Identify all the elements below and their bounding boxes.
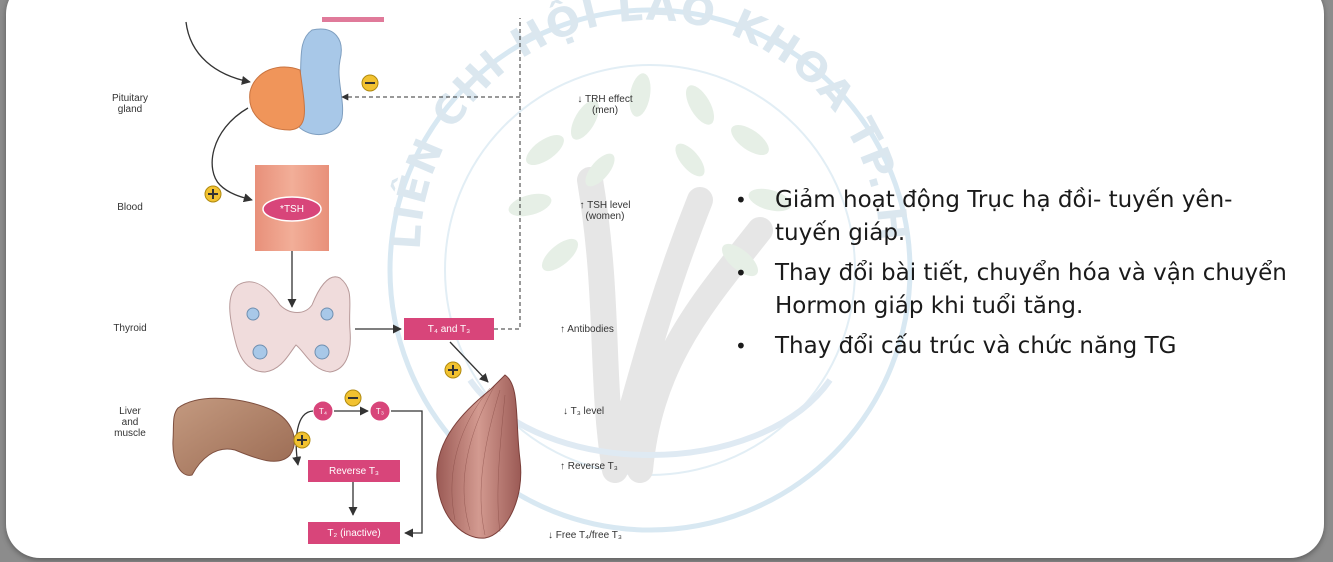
- effect-tsh: ↑ TSH level (women): [560, 200, 650, 222]
- feedback-dashed-line: [494, 18, 520, 329]
- liver-shape: [173, 398, 294, 475]
- thyroid-gland: [230, 277, 351, 372]
- plus-badge-reverse: [294, 432, 310, 448]
- label-thyroid: Thyroid: [95, 323, 165, 334]
- top-connector-bar: [322, 17, 384, 22]
- bullet-item: Thay đổi bài tiết, chuyển hóa và vận chu…: [735, 257, 1295, 323]
- bullet-item: Thay đổi cấu trúc và chức năng TG: [735, 330, 1295, 363]
- effect-free-t4-t3: ↓ Free T₄/free T₃: [548, 530, 658, 541]
- bullet-item: Giảm hoạt động Trục hạ đồi- tuyến yên- t…: [735, 184, 1295, 250]
- plus-badge-blood: [205, 186, 221, 202]
- minus-badge-conversion: [345, 390, 361, 406]
- hypothalamus-arrow: [186, 22, 250, 82]
- reverse-t3-label: Reverse T₃: [308, 460, 400, 482]
- label-blood: Blood: [95, 202, 165, 213]
- label-liver-muscle: Liver and muscle: [95, 406, 165, 439]
- effect-trh: ↓ TRH effect (men): [560, 94, 650, 116]
- t2-label: T₂ (inactive): [308, 522, 400, 544]
- pituitary-to-blood-arrow: [212, 108, 252, 200]
- minus-badge-pituitary: [362, 75, 378, 91]
- bullet-list: Giảm hoạt động Trục hạ đồi- tuyến yên- t…: [735, 184, 1295, 370]
- t4-circle-label: T₄: [313, 404, 333, 418]
- t4-t3-label: T₄ and T₃: [404, 318, 494, 340]
- effect-t3-level: ↓ T₃ level: [563, 406, 653, 417]
- effect-reverse-t3: ↑ Reverse T₃: [560, 461, 650, 472]
- pituitary-gland: [250, 29, 343, 135]
- label-pituitary-gland: Pituitary gland: [95, 93, 165, 115]
- plus-badge-muscle: [445, 362, 461, 378]
- muscle-shape: [437, 375, 521, 538]
- effect-antibodies: ↑ Antibodies: [560, 324, 650, 335]
- tsh-label: *TSH: [263, 202, 321, 216]
- t3-circle-label: T₃: [370, 404, 390, 418]
